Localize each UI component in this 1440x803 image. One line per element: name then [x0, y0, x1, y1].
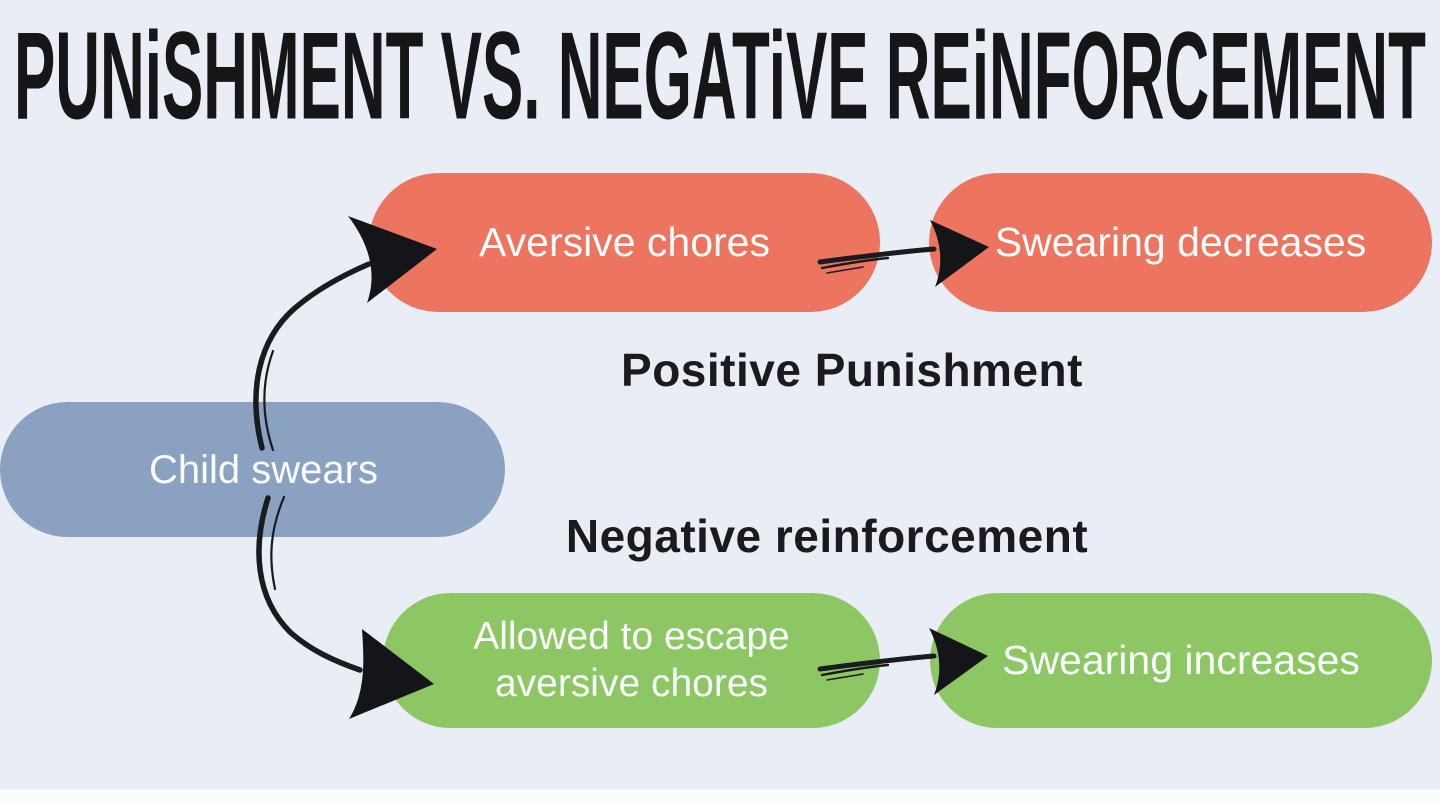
escape-chores-label-line2: aversive chores — [494, 661, 769, 705]
swearing-decreases-label: Swearing decreases — [994, 218, 1367, 265]
negative-reinforcement-label: Negative reinforcement — [565, 510, 1089, 562]
aversive-chores-pill: Aversive chores — [369, 173, 880, 312]
swearing-increases-label: Swearing increases — [1002, 636, 1360, 683]
bottom-edge-strip — [0, 789, 1440, 803]
page-title-graphic: PUNiSHMENT VS. NEGATiVE REiNFORCEMENT — [14, 5, 1426, 140]
escape-chores-label-line1: Allowed to escape — [473, 614, 790, 658]
aversive-chores-label: Aversive chores — [479, 218, 770, 265]
positive-punishment-label: Positive Punishment — [621, 344, 1083, 396]
swearing-decreases-pill: Swearing decreases — [929, 173, 1432, 312]
escape-chores-pill: Allowed to escape aversive chores — [383, 593, 880, 728]
page-title: PUNiSHMENT VS. NEGATiVE REiNFORCEMENT — [14, 5, 1426, 140]
child-swears-pill: Child swears — [0, 402, 505, 537]
swearing-increases-pill: Swearing increases — [930, 593, 1432, 728]
child-swears-label: Child swears — [149, 447, 378, 492]
